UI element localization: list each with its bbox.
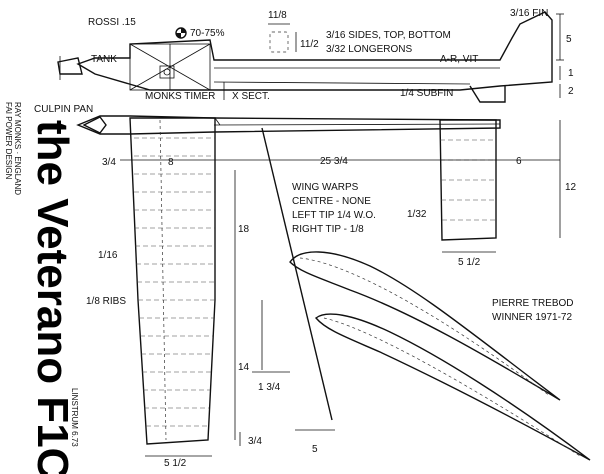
dim-2-label: 2	[568, 86, 574, 97]
tank-label: TANK	[91, 54, 117, 65]
airfoil-winner: WINNER 1971-72	[492, 312, 572, 323]
engine-side	[57, 57, 83, 75]
vertical-title: the Veterano F1C	[28, 120, 77, 474]
timer-label: MONKS TIMER	[145, 91, 215, 102]
nose-dim-label: 3/4	[102, 157, 116, 168]
side-view: ROSSI .15 70-75% TANK MONKS TIMER X SECT…	[57, 8, 574, 103]
wing-warp-notes: WING WARPS CENTRE - NONE LEFT TIP 1/4 W.…	[292, 182, 376, 235]
tip-rise-label: 5	[312, 444, 318, 455]
fin-height-label: 5	[566, 34, 572, 45]
section-size-label: 11/8	[268, 10, 287, 21]
stab-span-label: 12	[565, 182, 577, 193]
fuselage-side-outline	[76, 11, 553, 91]
sheet-note: 3/16 SIDES, TOP, BOTTOM	[326, 30, 451, 41]
tip-chord-label: 5 1/2	[164, 458, 187, 469]
spinner-label: CULPIN PAN	[34, 104, 93, 115]
controls-note: A-R, VIT	[440, 54, 478, 65]
panel-inner-label: 18	[238, 224, 250, 235]
skin-label: 1/16	[98, 250, 118, 261]
airfoil-sections	[289, 251, 591, 461]
cg-label: 70-75%	[190, 28, 225, 39]
subfin	[469, 85, 506, 103]
longeron-note: 3/32 LONGERONS	[326, 44, 412, 55]
section-ref-label: X SECT.	[232, 91, 270, 102]
stab-chord-label: 6	[516, 156, 522, 167]
section-box	[269, 31, 289, 53]
panel-outer-label: 14	[238, 362, 250, 373]
designer-credit-2: RAY MONKS · ENGLAND	[13, 102, 22, 195]
airfoil-designer: PIERRE TREBOD	[492, 298, 574, 309]
airfoil-tip	[315, 313, 591, 461]
tip-dihedral-line	[261, 127, 333, 421]
section-height-label: 11/2	[300, 39, 319, 50]
linstrum-credit: LINSTRUM 6.73	[70, 388, 79, 447]
warp-left: LEFT TIP 1/4 W.O.	[292, 210, 376, 221]
dim-1-label: 1	[568, 68, 574, 79]
subfin-label: 1/4 SUBFIN	[400, 88, 453, 99]
wing-ribs	[134, 119, 215, 441]
stab-tip-label: 5 1/2	[458, 257, 481, 268]
model-title: the Veterano F1C	[28, 120, 77, 474]
plan-view: CULPIN PAN 3/4 8 25 3/4 6 12 1/32 5 1/2 …	[34, 104, 577, 469]
tip-offset-label: 1 3/4	[258, 382, 281, 393]
stab-sheet-label: 1/32	[407, 209, 427, 220]
spinner	[82, 116, 107, 134]
inner-chord-label: 8	[168, 157, 174, 168]
designer-line1: FAI POWER DESIGN	[4, 102, 13, 180]
designer-line2: RAY MONKS · ENGLAND	[13, 102, 22, 195]
airfoil-root	[289, 251, 561, 401]
tip-width-label: 3/4	[248, 436, 262, 447]
drawing-credit: LINSTRUM 6.73	[70, 388, 79, 447]
warp-centre: CENTRE - NONE	[292, 196, 371, 207]
stab-ribs	[440, 139, 496, 221]
timer-box	[159, 65, 175, 79]
designer-credit: FAI POWER DESIGN	[4, 102, 13, 180]
fin-label: 3/16 FIN	[510, 8, 548, 19]
ribs-label: 1/8 RIBS	[86, 296, 126, 307]
engine-label: ROSSI .15	[88, 17, 136, 28]
warp-right: RIGHT TIP - 1/8	[292, 224, 364, 235]
airfoil-credit: PIERRE TREBOD WINNER 1971-72	[492, 298, 574, 323]
warps-heading: WING WARPS	[292, 182, 359, 193]
tail-moment-label: 25 3/4	[320, 156, 348, 167]
